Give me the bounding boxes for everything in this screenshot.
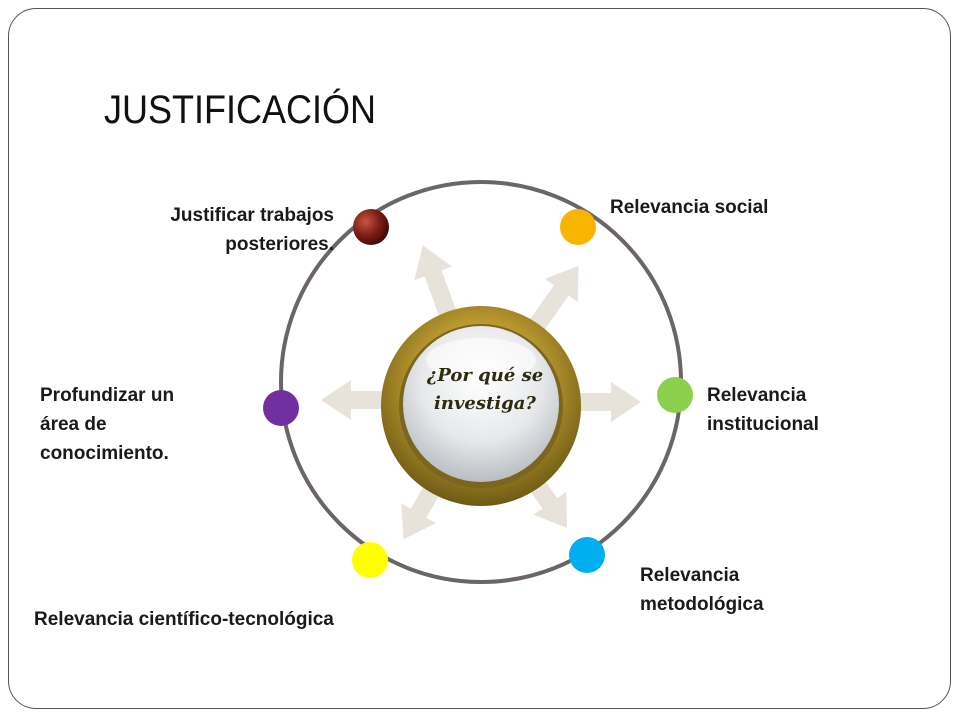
label-profundizar: Profundizar un área de conocimiento. — [40, 385, 175, 464]
node-profundizar — [263, 390, 299, 426]
label-institucional: Relevancia institucional — [707, 385, 819, 435]
label-social: Relevancia social — [610, 197, 769, 218]
node-justificar — [353, 209, 389, 245]
slide-frame — [8, 8, 951, 709]
node-cientifico — [352, 542, 388, 578]
node-institucional — [657, 377, 693, 413]
arrow-to-social — [528, 265, 579, 333]
arrow-to-cientifico — [401, 482, 442, 540]
arrow-to-metodologica — [528, 477, 568, 528]
arrow-to-justificar — [414, 245, 457, 319]
center-question-line2: investiga? — [434, 393, 536, 414]
node-social — [560, 209, 596, 245]
arrow-to-profundizar — [321, 380, 386, 420]
arrow-to-institucional — [576, 382, 641, 422]
node-metodologica — [569, 537, 605, 573]
label-justificar: Justificar trabajos posteriores. — [170, 205, 334, 255]
label-metodologica: Relevancia metodológica — [640, 565, 764, 615]
center-question-line1: ¿Por qué se — [426, 365, 544, 386]
center-question: ¿Por qué se investiga? — [410, 362, 560, 418]
label-cientifico: Relevancia científico-tecnológica — [34, 609, 334, 630]
slide-title: JUSTIFICACIÓN — [104, 88, 377, 132]
